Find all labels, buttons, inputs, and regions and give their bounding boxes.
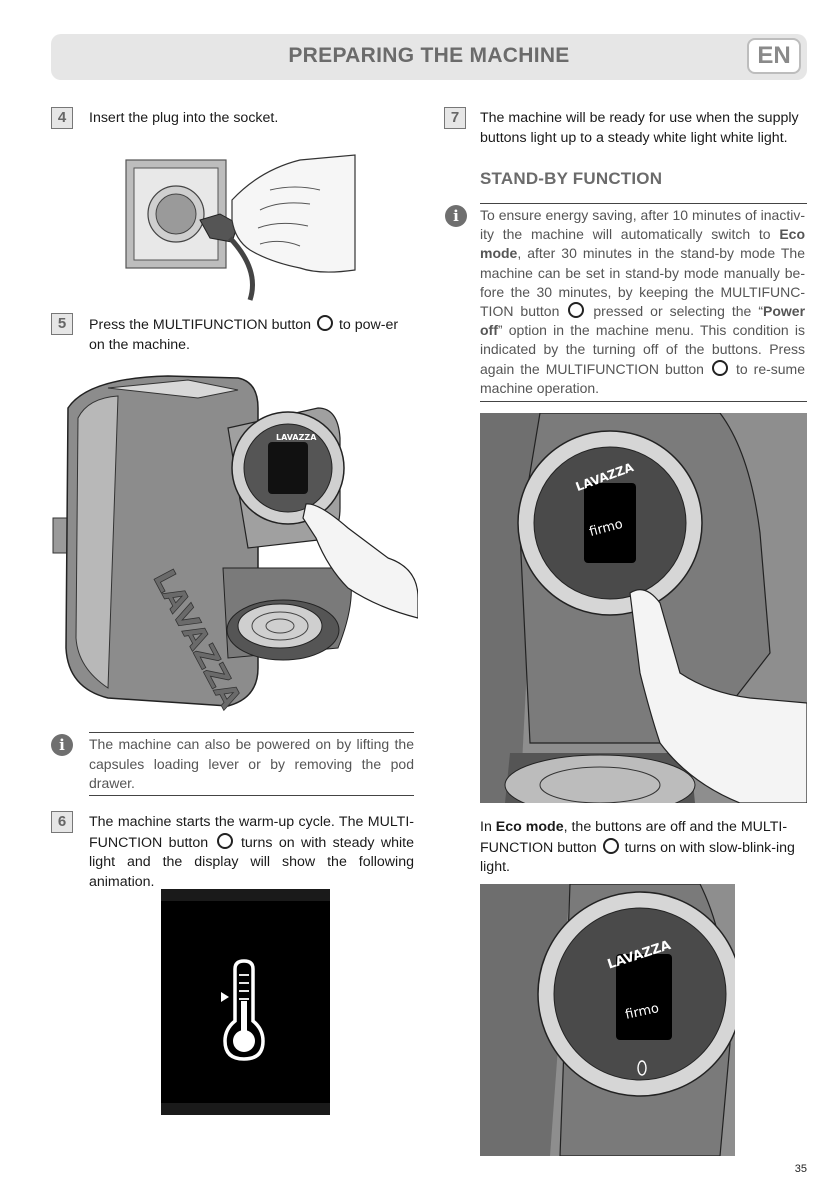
step-number-4: 4 <box>51 107 73 129</box>
note-rule-top <box>89 732 414 733</box>
language-badge: EN <box>747 38 801 74</box>
display-word: firmo <box>624 1001 660 1023</box>
brand-logo-small: LAVAZZA <box>276 433 317 442</box>
page-number: 35 <box>794 1163 807 1175</box>
power-button-icon <box>602 837 619 854</box>
power-on-note: The machine can also be powered on by li… <box>89 736 414 791</box>
power-button-icon <box>568 302 585 319</box>
power-button-icon <box>711 359 728 376</box>
step-5-text: Press the MULTIFUNCTION button to pow-er… <box>89 315 399 353</box>
step-7-text: The machine will be ready for use when t… <box>480 110 799 146</box>
standby-rule-bottom <box>480 401 807 402</box>
standby-section-title: STAND-BY FUNCTION <box>480 169 663 188</box>
step-number-5: 5 <box>51 313 73 335</box>
step-4-text: Insert the plug into the socket. <box>89 110 279 126</box>
info-icon: i <box>51 734 73 756</box>
machine-power-on-illustration: LAVAZZA LAVAZZA <box>48 368 418 716</box>
step-number-6: 6 <box>51 811 73 833</box>
warmup-display <box>161 889 330 1115</box>
page-header: PREPARING THE MACHINE EN <box>51 34 807 80</box>
note-rule-bottom <box>89 795 414 796</box>
thermometer-icon <box>221 959 265 1061</box>
standby-press-illustration: LAVAZZA firmo <box>480 413 807 803</box>
standby-note: To ensure energy saving, after 10 minute… <box>480 207 806 396</box>
step-6-text: The machine starts the warm-up cycle. Th… <box>89 814 414 890</box>
power-button-icon <box>317 315 334 331</box>
power-button-icon <box>216 832 233 849</box>
step-number-7: 7 <box>444 107 466 129</box>
page-title: PREPARING THE MACHINE <box>288 44 570 67</box>
eco-mode-text: In Eco mode, the buttons are off and the… <box>480 819 795 875</box>
eco-mode-illustration: LAVAZZA firmo <box>480 884 735 1156</box>
info-icon: i <box>445 205 467 227</box>
plug-socket-illustration <box>120 150 360 302</box>
standby-rule-top <box>480 203 807 204</box>
